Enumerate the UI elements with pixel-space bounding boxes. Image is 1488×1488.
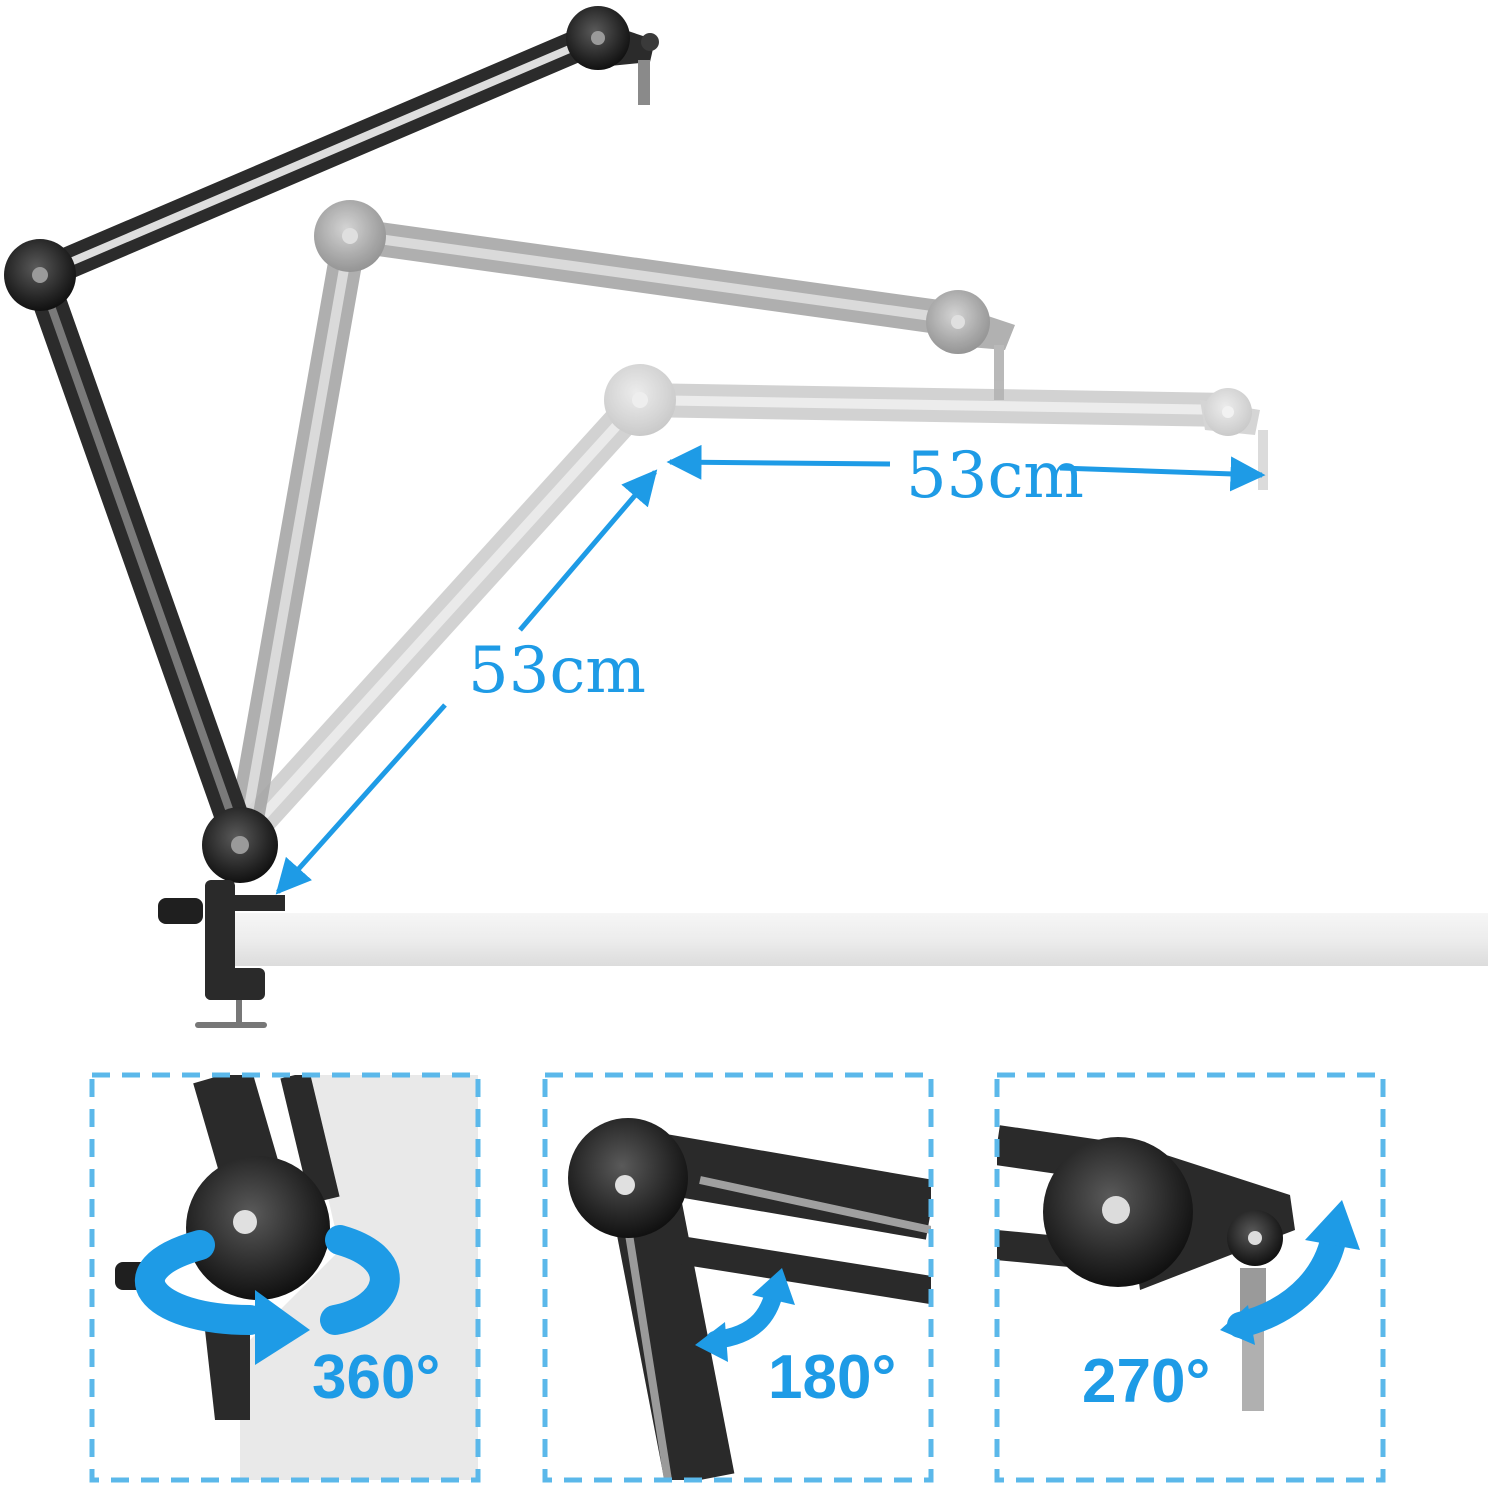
desk-surface: [230, 910, 1488, 966]
desk-clamp: [158, 880, 285, 1028]
diagonal-dimension: 53cm: [275, 469, 658, 895]
detail-panel-180: 180°: [542, 1072, 934, 1483]
double-curved-arrow-icon: [1220, 1200, 1360, 1345]
arm-ghost-low: [233, 364, 1268, 847]
arm-main-dark: [4, 6, 659, 883]
rotate-circular-arrow-icon: [135, 1225, 400, 1365]
detail-panel-270: 270°: [994, 1072, 1386, 1483]
double-curved-arrow-icon: [695, 1268, 795, 1362]
detail-panel-360: 360°: [89, 1072, 481, 1483]
angle-label-270: 270°: [1082, 1347, 1210, 1416]
arm-ghost-mid: [228, 200, 1015, 847]
diagonal-length-label: 53cm: [468, 634, 646, 708]
angle-label-360: 360°: [312, 1343, 440, 1412]
horizontal-length-label: 53cm: [906, 439, 1084, 513]
horizontal-dimension: 53cm: [666, 439, 1266, 513]
angle-label-180: 180°: [768, 1343, 896, 1412]
